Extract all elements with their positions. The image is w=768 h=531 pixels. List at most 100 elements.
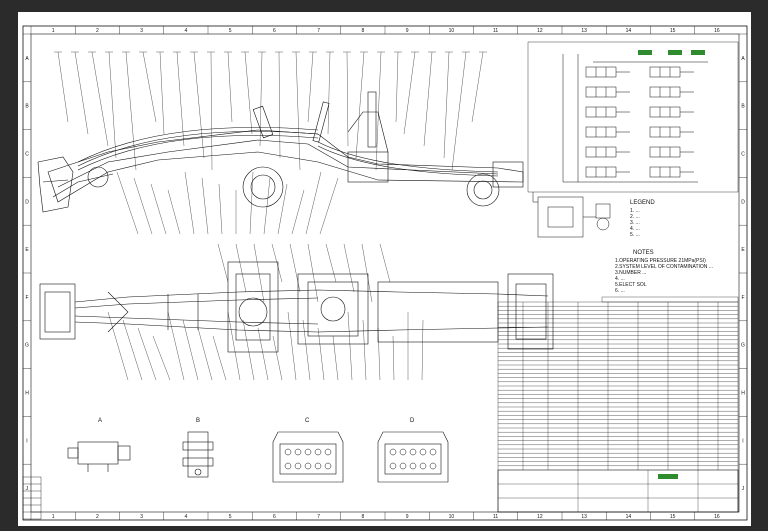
column-label: 8 [361,514,364,520]
leader-line [142,51,157,123]
column-label: 5 [229,28,232,34]
column-label: 9 [406,514,409,520]
leader-line [451,51,467,171]
valve-block [649,66,681,78]
legend-item: 5. ... [630,232,640,238]
valve-block [585,126,617,138]
column-label: 8 [361,28,364,34]
row-label: J [26,486,29,492]
row-label: G [25,343,29,349]
fitting-circle [294,462,302,470]
valve-block [649,166,681,178]
fitting-circle [304,448,312,456]
column-label: 10 [449,514,455,520]
fitting-circle [314,448,322,456]
row-label: I [742,438,743,444]
leader-line [184,171,195,235]
leader-line [355,51,365,159]
column-label: 13 [581,28,587,34]
row-label: B [25,104,29,110]
leader-line [212,335,227,381]
fitting-circle [429,448,437,456]
leader-line [423,51,433,147]
valve-block [585,146,617,158]
column-label: 4 [184,514,187,520]
legend-item: 1. ... [630,208,640,214]
fitting-circle [284,448,292,456]
detail-c-label: C [305,418,310,424]
valve-block [649,106,681,118]
leader-line [377,327,381,381]
fitting-circle [389,462,397,470]
leader-line [107,311,129,381]
leader-line [319,177,339,235]
callout-leaders-bottom [107,243,424,381]
fitting-circle [294,448,302,456]
row-label: A [741,56,745,62]
note-item: 4. ... [615,276,625,282]
notes-block: NOTES 1.OPERATING PRESSURE 21MPa(PSI)2.S… [615,250,713,294]
column-label: 4 [184,28,187,34]
title-block-accent [658,474,678,479]
fitting-circle [314,462,322,470]
leader-line [125,51,137,171]
detail-fittings [284,448,437,470]
leader-line [150,183,167,235]
column-label: 9 [406,28,409,34]
leader-line [133,177,153,235]
row-label: F [25,295,28,301]
fitting-circle [399,462,407,470]
leader-line [242,319,255,381]
row-label: H [25,391,29,397]
leader-line [277,183,288,235]
leader-line [259,51,263,147]
row-label: C [741,152,745,158]
column-label: 12 [537,514,543,520]
callout-leaders-top [54,51,487,235]
valve-block [585,66,617,78]
column-label: 3 [140,514,143,520]
leader-line [74,51,89,135]
leader-line [253,243,265,303]
leader-line [152,335,171,381]
leader-line [235,243,247,293]
fitting-circle [284,462,292,470]
leader-line [201,177,209,235]
leader-line [295,51,301,171]
leader-line [244,51,253,135]
leader-line [108,51,117,159]
leader-line [122,319,143,381]
leader-line [287,311,297,381]
valve-block [585,86,617,98]
row-label: H [741,391,745,397]
leader-line [218,183,223,235]
detail-a-label: A [98,418,102,424]
row-label: D [25,199,29,205]
column-label: 10 [449,28,455,34]
leader-line [362,319,367,381]
valve-block [585,106,617,118]
hydraulic-schematic [527,41,739,238]
column-label: 11 [493,514,498,520]
parts-list-table [497,296,739,513]
note-item: 2.SYSTEM LEVEL OF CONTAMINATION ... [615,264,713,270]
column-label: 15 [670,514,676,520]
column-label: 2 [96,28,99,34]
leader-line [302,319,311,381]
fitting-circle [389,448,397,456]
leader-line [347,311,353,381]
leader-line [227,311,241,381]
valve-blocks [585,66,694,178]
fitting-circle [429,462,437,470]
leader-line [91,51,109,147]
detail-b-label: B [196,418,200,424]
legend-item: 3. ... [630,220,640,226]
leader-line [227,51,233,123]
leader-line [379,243,391,283]
valve-block [649,86,681,98]
leader-line [116,171,139,235]
